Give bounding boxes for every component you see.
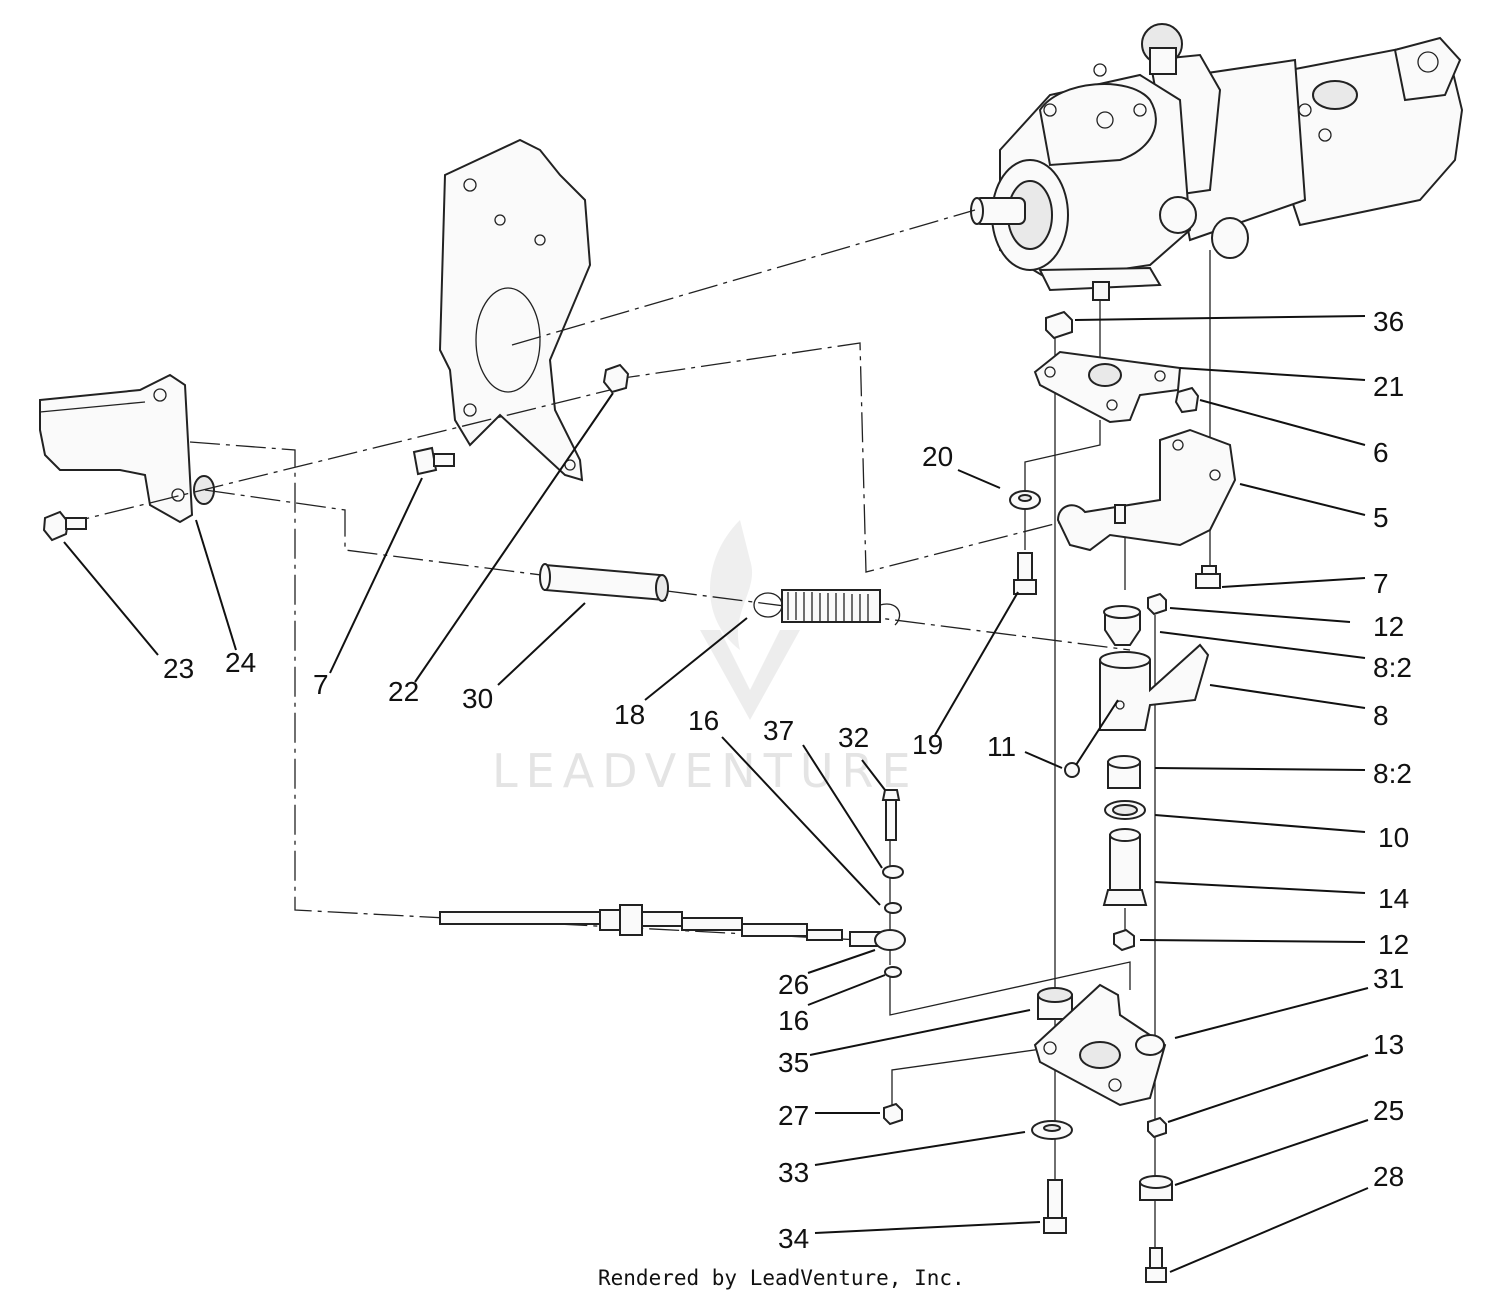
callout-labels: 36 21 6 5 7 12 8:2 8 8:2 10 14 12 31 13 … xyxy=(163,306,1412,1254)
callout-36: 36 xyxy=(1373,306,1404,337)
callout-28: 28 xyxy=(1373,1161,1404,1192)
throttle-cable xyxy=(439,904,843,941)
callout-21: 21 xyxy=(1373,371,1404,402)
callout-6: 6 xyxy=(1373,437,1389,468)
callout-13: 13 xyxy=(1373,1029,1404,1060)
callout-22: 22 xyxy=(388,676,419,707)
watermark: LEADVENTURE xyxy=(492,520,919,798)
callout-32: 32 xyxy=(838,722,869,753)
callout-7-right: 7 xyxy=(1373,568,1389,599)
callout-14: 14 xyxy=(1378,883,1409,914)
spring xyxy=(753,589,901,626)
callout-27: 27 xyxy=(778,1100,809,1131)
hydraulic-pump xyxy=(970,23,1464,301)
callout-11: 11 xyxy=(987,731,1016,762)
callout-16-lower: 16 xyxy=(778,1005,809,1036)
callout-25: 25 xyxy=(1373,1095,1404,1126)
callout-33: 33 xyxy=(778,1157,809,1188)
callout-30: 30 xyxy=(462,683,493,714)
control-plate xyxy=(438,138,592,482)
callout-37: 37 xyxy=(763,715,794,746)
watermark-text: LEADVENTURE xyxy=(492,744,919,798)
callout-26: 26 xyxy=(778,969,809,1000)
callout-16-upper: 16 xyxy=(688,705,719,736)
hardware xyxy=(42,310,1237,1283)
callout-8-2-lower: 8:2 xyxy=(1373,758,1412,789)
callout-31: 31 xyxy=(1373,963,1404,994)
callout-34: 34 xyxy=(778,1223,809,1254)
mounting-bracket xyxy=(39,373,215,524)
callout-8-2-upper: 8:2 xyxy=(1373,652,1412,683)
footer-credit: Rendered by LeadVenture, Inc. xyxy=(598,1266,965,1290)
callout-5: 5 xyxy=(1373,502,1389,533)
callout-7-left: 7 xyxy=(313,669,329,700)
callout-35: 35 xyxy=(778,1047,809,1078)
callout-10: 10 xyxy=(1378,822,1409,853)
callout-19: 19 xyxy=(912,729,943,760)
callout-12-lower: 12 xyxy=(1378,929,1409,960)
callout-18: 18 xyxy=(614,699,645,730)
callout-8: 8 xyxy=(1373,700,1389,731)
callout-20: 20 xyxy=(922,441,953,472)
callout-24: 24 xyxy=(225,647,256,678)
callout-23: 23 xyxy=(163,653,194,684)
callout-12-upper: 12 xyxy=(1373,611,1404,642)
leader-lines xyxy=(63,315,1369,1273)
